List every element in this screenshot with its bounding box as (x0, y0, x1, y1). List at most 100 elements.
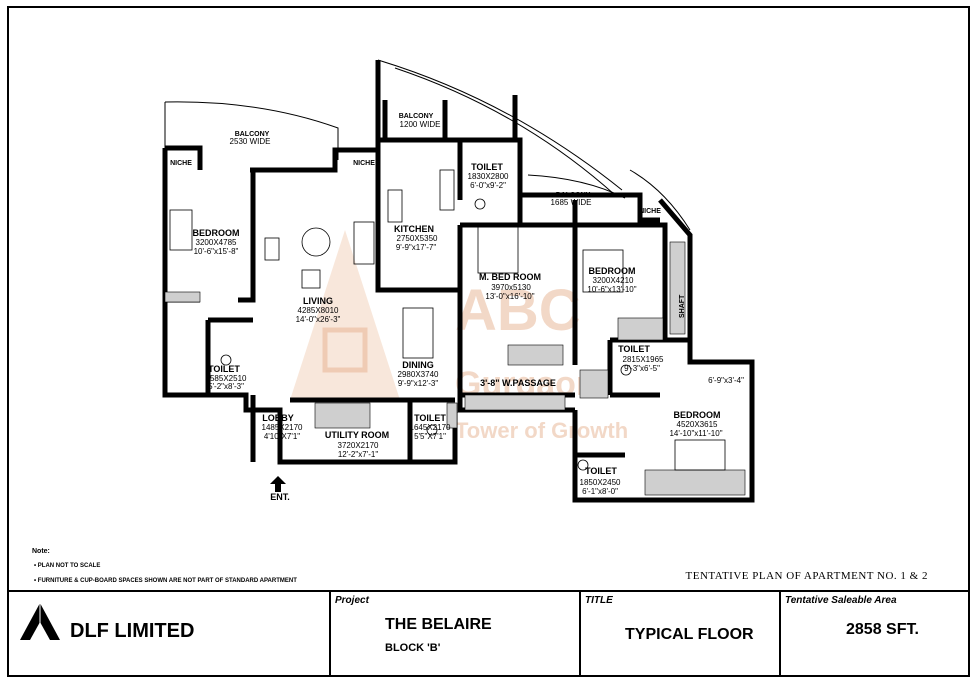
balcony-left-outline (164, 101, 339, 160)
block-5 (579, 369, 609, 399)
toilet-left-label: TOILET (208, 364, 240, 374)
utility-label: UTILITY ROOM (325, 430, 389, 440)
balcony-right-dim: 1685 WIDE (551, 198, 592, 207)
left-outer-wall (162, 148, 458, 465)
dining-dim2: 9'-9"x12'-3" (398, 379, 438, 388)
table-living (301, 227, 331, 257)
wc-bottom (577, 459, 589, 471)
master-bedroom-dim1: 3970x5130 (491, 283, 531, 292)
arc-outer-2 (394, 67, 616, 196)
watermark-square (322, 327, 368, 373)
sheet-border (7, 6, 970, 677)
chair-living (264, 237, 280, 261)
toilet-bottom-dim2: 6'-1"x8'-0" (582, 487, 618, 496)
bedroom-left-dim2: 10'-6"x15'-8" (194, 247, 239, 256)
bedroom-left-dim1: 3200X4785 (196, 238, 237, 247)
kitchen-dim1: 2750X5350 (397, 234, 438, 243)
toilet-utility-dim2: 5'5"X7'1" (414, 432, 446, 441)
shaft-label: SHAFT (679, 294, 686, 318)
toilet-bottom-label: TOILET (585, 466, 617, 476)
living-label: LIVING (303, 296, 333, 306)
toilet-master-dim2: 9'-3"x6'-5" (624, 364, 660, 373)
utility-dim1: 3720X2170 (338, 441, 379, 450)
block-1 (164, 291, 201, 303)
toilet-kitchen-dim2: 6'-0"x9'-2" (470, 181, 506, 190)
bedroom-left-label: BEDROOM (193, 228, 240, 238)
toilet-left-wall (205, 317, 253, 395)
bedroom-bottom-label: BEDROOM (674, 410, 721, 420)
bedroom-right-wall (572, 200, 668, 340)
room-labels: BALCONY 2530 WIDE NICHE NICHE NICHE BALC… (170, 113, 744, 502)
project-label: Project (335, 595, 370, 606)
furniture (169, 169, 726, 471)
shaft-wall (658, 198, 693, 362)
toilet-kitchen-dim1: 1830X2800 (468, 172, 509, 181)
wc-kitchen (474, 198, 486, 210)
armchair-living (301, 269, 321, 289)
bed-right (582, 249, 624, 293)
note-item-1: • PLAN NOT TO SCALE (34, 563, 100, 569)
title-block: DLF LIMITED Project THE BELAIRE BLOCK 'B… (20, 595, 919, 654)
area-label: Tentative Saleable Area (785, 595, 897, 606)
arc-outer-1 (377, 59, 623, 191)
toilet-bottom-dim1: 1850X2450 (580, 478, 621, 487)
passage-label: 3'-8" W.PASSAGE (480, 378, 556, 388)
note-item-2: • FURNITURE & CUP-BOARD SPACES SHOWN ARE… (34, 578, 297, 584)
niche-left-label: NICHE (170, 160, 192, 167)
dining-table (402, 307, 434, 359)
block-8 (446, 402, 458, 429)
utility-walls (290, 397, 455, 462)
company-name: DLF LIMITED (70, 620, 194, 642)
bed-master (477, 224, 519, 274)
balcony-kitchen-dim: 1200 WIDE (400, 120, 441, 129)
toilet-kitchen-label: TOILET (471, 162, 503, 172)
toilet-left-dim2: 5'-2"x8'-3" (208, 382, 244, 391)
block-7 (314, 402, 371, 429)
wc-master (620, 364, 632, 376)
sofa-living (353, 221, 375, 265)
bed-bottom (674, 439, 726, 471)
block-6 (644, 469, 746, 496)
watermark-line1: ABC (455, 278, 581, 343)
bedroom-right-dim1: 3200X4210 (593, 276, 634, 285)
living-dim2: 14'-0"x26'-3" (296, 315, 341, 324)
kitchen-dim2: 9'-9"x17'-7" (396, 243, 436, 252)
wc-left (220, 354, 232, 366)
walls (162, 59, 755, 503)
balcony-right-wall (517, 175, 660, 223)
balcony-right-arc (527, 174, 626, 199)
watermark-line3: Tower of Growth (455, 418, 628, 443)
shaded-blocks (164, 241, 746, 496)
entrance-label: ENT. (270, 492, 290, 502)
entrance-arrow (270, 476, 286, 492)
niche-right-label: NICHE (639, 208, 661, 215)
title-label: TITLE (585, 595, 613, 606)
balcony-left-dim: 2530 WIDE (230, 137, 271, 146)
notes: Note: • PLAN NOT TO SCALE • FURNITURE & … (32, 548, 297, 584)
toilet-bottom-wall (572, 340, 640, 503)
bedroom-bottom-dim2: 14'-10"x11'-10" (669, 429, 722, 438)
dlf-logo (20, 603, 60, 640)
stove (387, 189, 403, 223)
lobby-dim1: 1485X2170 (262, 423, 303, 432)
bedroom-bottom-wall (610, 337, 755, 503)
kitchen-counter (439, 169, 455, 211)
utility-dim2: 12'-2"x7'-1" (338, 450, 378, 459)
notes-title: Note: (32, 548, 50, 555)
project-block: BLOCK 'B' (385, 642, 441, 654)
bedroom-bottom-dim1: 4520X3615 (677, 420, 718, 429)
block-4 (464, 394, 566, 411)
toilet-utility-dim1: 1645X2170 (410, 423, 451, 432)
wc-utility (426, 424, 438, 436)
title-value: TYPICAL FLOOR (625, 626, 754, 643)
balcony-right-label: BALCONY (556, 192, 591, 199)
lobby-dim2: 4'10"X7'1" (264, 432, 300, 441)
bedroom-bottom-extra: 6'-9"x3'-4" (708, 376, 744, 385)
lobby-label: LOBBY (262, 413, 294, 423)
block-3 (617, 317, 664, 341)
area-value: 2858 SFT. (846, 621, 919, 638)
toilet-master-dim1: 2815X1965 (623, 355, 664, 364)
kitchen-label: KITCHEN (394, 224, 434, 234)
